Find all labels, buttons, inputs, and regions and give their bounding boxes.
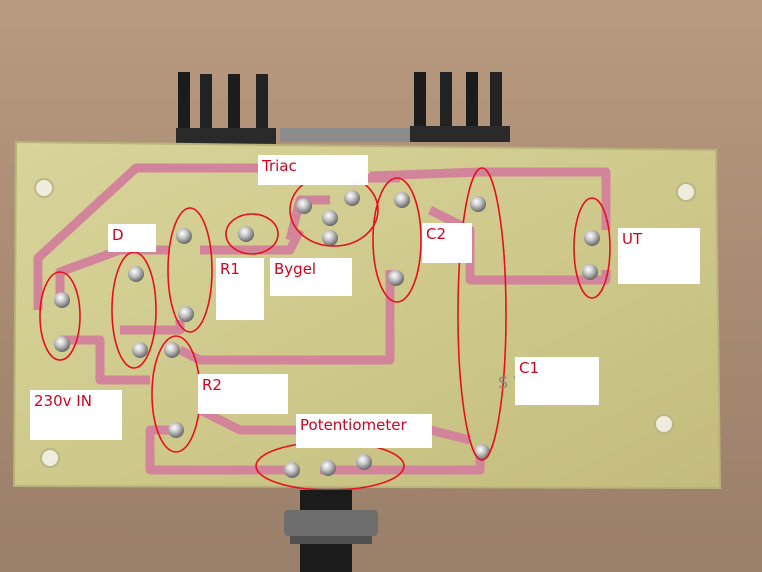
mounting-holes [34,178,696,468]
solder-joints [54,190,600,478]
potentiometer-shaft [284,490,378,572]
heatsink-left [176,72,276,144]
label-d: D [108,224,156,252]
metal-bracket [280,128,410,142]
heatsink-right [410,72,510,142]
label-c2: C2 [422,223,472,263]
label-c1: C1 [515,357,599,405]
label-230v-in: 230v IN [30,390,122,440]
label-r2: R2 [198,374,288,414]
label-potentiometer: Potentiometer [296,414,432,448]
label-triac: Triac [258,155,368,185]
label-r1: R1 [216,258,264,320]
component-outlines [39,167,611,491]
label-bygel: Bygel [270,258,352,296]
label-ut: UT [618,228,700,284]
